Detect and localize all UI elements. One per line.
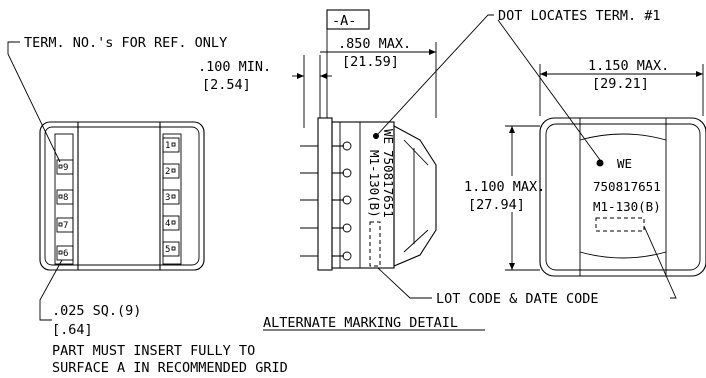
pin-size-dim-mm: [.64] xyxy=(52,322,93,338)
standoff-dim-mm: [2.54] xyxy=(202,77,251,93)
terminal-pad: 6 xyxy=(56,245,74,261)
top-view: WE 750817651 M1-130(B) 1.150 MAX. [29.21… xyxy=(464,58,706,277)
alt-part-number: 750817651 xyxy=(381,150,396,218)
standoff-dim: .100 MIN. xyxy=(198,59,271,75)
terminal-number: 3 xyxy=(165,193,170,203)
height-dim: 1.100 MAX. xyxy=(464,179,545,195)
terminal-1-dot xyxy=(373,133,379,139)
marking-part-number: 750817651 xyxy=(593,179,661,194)
pin-size-dim: .025 SQ.(9) xyxy=(52,303,141,319)
terminal-pad: 9 xyxy=(56,159,74,175)
terminal-number: 8 xyxy=(63,193,68,203)
terminal-number: 4 xyxy=(165,219,170,229)
term-ref-note: TERM. NO.'s FOR REF. ONLY xyxy=(24,35,227,51)
width-dim: 1.150 MAX. xyxy=(588,58,669,74)
terminal-number: 6 xyxy=(63,249,68,259)
terminal-1-dot xyxy=(596,159,604,167)
lot-code-box xyxy=(595,217,645,232)
alt-marking-label: ALTERNATE MARKING DETAIL xyxy=(263,315,458,331)
terminal-pad: 1 xyxy=(162,137,180,153)
height-dim-mm: [27.94] xyxy=(468,197,525,213)
datum-label: -A- xyxy=(332,13,356,29)
terminal-column-right: 1 2 3 4 5 xyxy=(162,137,180,257)
side-view-pins xyxy=(300,141,352,261)
terminal-pad: 4 xyxy=(162,215,180,231)
pin-size-leader xyxy=(39,259,63,321)
terminal-pad: 8 xyxy=(56,189,74,205)
terminal-number: 9 xyxy=(63,163,68,173)
marking-code: M1-130(B) xyxy=(593,199,661,214)
side-view: -A- .100 MIN. [2.54] .850 MAX. [21.59] xyxy=(198,9,485,331)
terminal-number: 5 xyxy=(165,245,170,255)
term-ref-leader xyxy=(7,41,61,163)
lot-code-leader-top xyxy=(643,225,677,299)
insert-note-line1: PART MUST INSERT FULLY TO xyxy=(52,343,255,359)
terminal-number: 2 xyxy=(165,167,170,177)
alt-code: M1-130(B) xyxy=(367,150,382,218)
datum-box xyxy=(326,9,370,30)
alt-lot-code-box xyxy=(369,221,381,267)
width-dim-mm: [29.21] xyxy=(592,76,649,92)
marking-logo: WE xyxy=(617,156,632,171)
dot-term-note: DOT LOCATES TERM. #1 xyxy=(498,8,661,24)
terminal-pad: 5 xyxy=(162,241,180,257)
terminal-pad: 7 xyxy=(56,217,74,233)
terminal-pad: 3 xyxy=(162,189,180,205)
dot-term-leader-side xyxy=(377,14,494,135)
alt-logo: WE xyxy=(381,129,396,144)
insert-note-line2: SURFACE A IN RECOMMENDED GRID xyxy=(52,360,288,376)
lot-code-leader-side xyxy=(377,267,432,299)
terminal-number: 7 xyxy=(63,221,68,231)
bottom-view-frame xyxy=(39,121,205,271)
depth-dim-mm: [21.59] xyxy=(342,54,399,70)
terminal-column-left: 9 8 7 6 xyxy=(56,159,74,261)
lot-code-note: LOT CODE & DATE CODE xyxy=(436,291,599,307)
terminal-pad: 2 xyxy=(162,163,180,179)
dot-term-leader-top xyxy=(497,19,601,161)
depth-dim: .850 MAX. xyxy=(338,36,411,52)
terminal-number: 1 xyxy=(165,141,170,151)
